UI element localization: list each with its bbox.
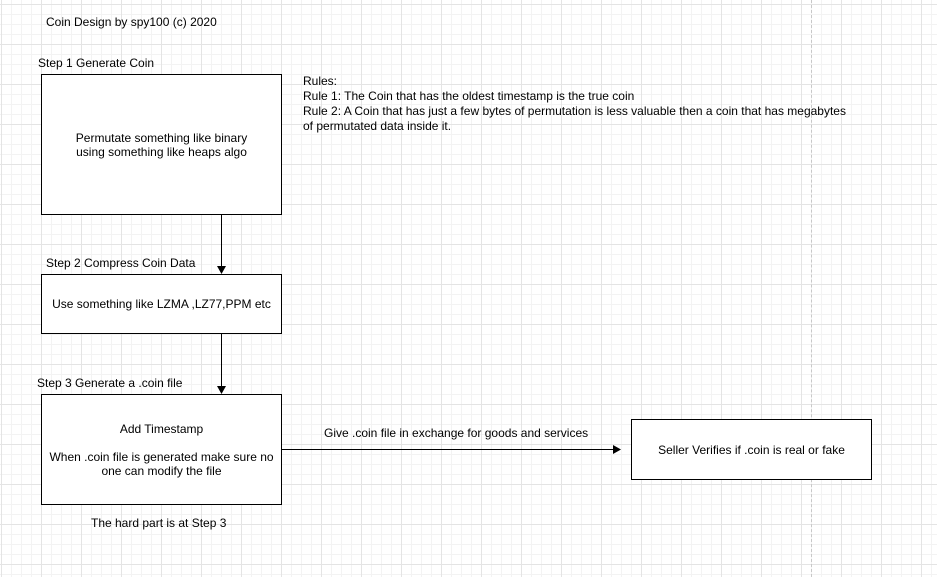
exchange-label: Give .coin file in exchange for goods an…	[324, 426, 589, 440]
footnote: The hard part is at Step 3	[91, 516, 227, 530]
step-1-box[interactable]: Permutate something like binary using so…	[41, 74, 282, 215]
step-1-line-1: Permutate something like binary	[75, 130, 248, 145]
step-2-label: Step 2 Compress Coin Data	[46, 256, 196, 270]
rule-line-2: Rule 2: A Coin that has just a few bytes…	[303, 104, 846, 118]
rules-heading: Rules:	[303, 74, 338, 88]
step-3-heading: Add Timestamp	[119, 421, 204, 436]
step-3-line-2: one can modify the file	[101, 463, 222, 478]
rules-block: Rules: Rule 1: The Coin that has the old…	[303, 74, 863, 134]
seller-box[interactable]: Seller Verifies if .coin is real or fake	[631, 419, 872, 480]
arrowhead-step3	[217, 386, 226, 394]
page-break-guide	[811, 0, 812, 577]
step-3-label: Step 3 Generate a .coin file	[37, 376, 183, 390]
step-1-label: Step 1 Generate Coin	[38, 56, 155, 70]
rule-line-3: of permutated data inside it.	[303, 119, 452, 133]
step-1-line-2: using something like heaps algo	[76, 144, 247, 159]
seller-box-text: Seller Verifies if .coin is real or fake	[658, 442, 845, 457]
step-2-box[interactable]: Use something like LZMA ,LZ77,PPM etc	[41, 274, 282, 334]
arrowhead-step2	[217, 266, 226, 274]
rule-line-1: Rule 1: The Coin that has the oldest tim…	[303, 89, 635, 103]
step-3-box[interactable]: Add Timestamp When .coin file is generat…	[41, 394, 282, 505]
arrowhead-seller	[613, 445, 621, 454]
diagram-title: Coin Design by spy100 (c) 2020	[46, 15, 217, 29]
step-2-line-1: Use something like LZMA ,LZ77,PPM etc	[52, 297, 271, 311]
step-3-line-1: When .coin file is generated make sure n…	[49, 449, 274, 464]
